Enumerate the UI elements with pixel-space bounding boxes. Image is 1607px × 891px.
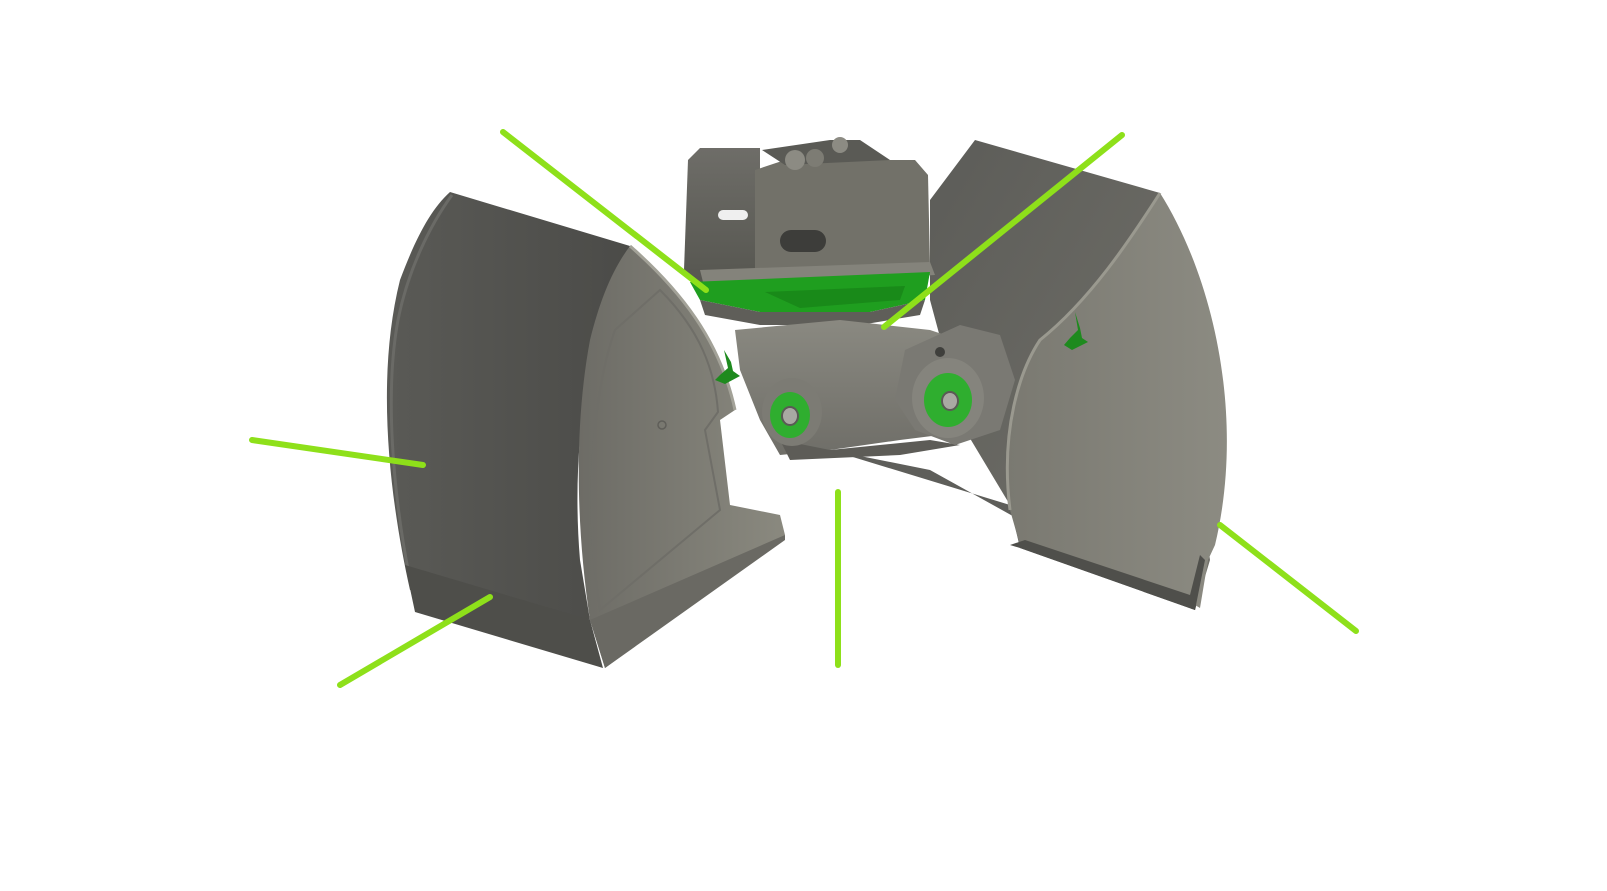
top-bracket-front-plate — [755, 160, 930, 278]
left-shell — [386, 192, 785, 668]
right-shell-side-plate — [1007, 193, 1227, 608]
bracket-slot — [780, 230, 826, 252]
link-arm-lower — [780, 440, 960, 460]
left-shell-face-edge — [389, 194, 454, 581]
right-pivot-nut-icon — [941, 391, 959, 411]
right-pivot — [895, 325, 1015, 445]
left-shell-outer-face — [386, 192, 630, 620]
left-shell-logo-icon — [715, 350, 740, 384]
left-shell-cutting-edge-side — [590, 535, 785, 668]
right-shell-rim-highlight — [1005, 192, 1162, 511]
leader-left-shell — [249, 437, 426, 468]
left-pivot — [762, 378, 822, 446]
right-shell-logo-icon — [1064, 312, 1088, 350]
left-shell-side-inset — [590, 288, 722, 612]
top-pin-icon — [806, 149, 824, 167]
leader-rotator — [500, 129, 709, 293]
right-shell — [830, 140, 1227, 610]
right-pivot-grease-icon — [935, 347, 945, 357]
rotator-assembly — [684, 137, 935, 325]
left-shell-bolt-icon — [657, 420, 667, 430]
left-shell-side-rim — [629, 244, 737, 411]
bracket-slot-side — [718, 210, 748, 220]
top-pin-icon — [785, 150, 805, 170]
leader-lines — [249, 129, 1359, 688]
rotator-ring-shade — [765, 286, 905, 308]
right-shell-cutting-edge — [1010, 540, 1205, 610]
leader-right-cutting-edge — [1217, 522, 1359, 634]
left-shell-cutting-edge — [405, 565, 603, 668]
top-pin-icon — [832, 137, 848, 153]
rotator-bottom-plate — [700, 300, 925, 325]
leader-left-cutting-edge — [337, 594, 493, 688]
left-pivot-nut-icon — [781, 406, 799, 426]
leader-link-arm — [881, 132, 1125, 330]
